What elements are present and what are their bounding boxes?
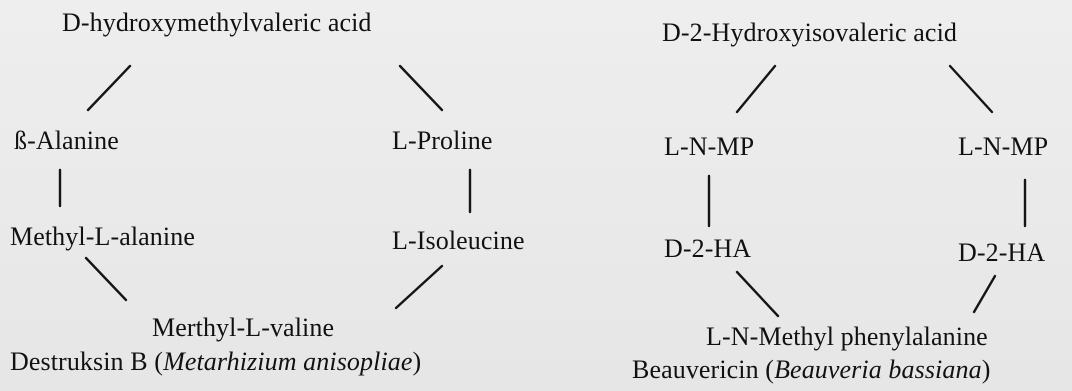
beauvericin-left-residue-1: L-N-MP [664,132,755,161]
bond-top-to-right1-b [948,64,994,114]
destruxin-right-residue-1: L-Proline [392,126,493,155]
destruxin-caption-suffix: ) [412,347,422,376]
bond-top-to-left1-b [735,64,777,114]
bond-right2-to-bottom [394,264,444,310]
destruxin-left-residue-2: Methyl-L-alanine [10,222,195,251]
beauvericin-top-residue: D-2-Hydroxyisovaleric acid [662,18,957,47]
destruxin-caption-species: Metarhizium anisopliae [163,347,413,376]
bond-top-to-left1 [86,64,132,112]
beauvericin-caption-suffix: ) [981,355,991,384]
bond-right2-to-bottom-b [972,274,997,314]
destruxin-caption: Destruksin B (Metarhizium anisopliae) [10,347,421,377]
beauvericin-right-residue-2: D-2-HA [958,238,1046,267]
beauvericin-bottom-residue: L-N-Methyl phenylalanine [706,322,988,351]
destruxin-bottom-residue: Merthyl-L-valine [152,313,335,342]
beauvericin-right-residue-1: L-N-MP [958,132,1049,161]
beauvericin-left-residue-2: D-2-HA [664,234,752,263]
beauvericin-caption: Beauvericin (Beauveria bassiana) [632,355,990,385]
bond-left2-to-bottom-b [735,270,780,318]
destruxin-top-residue: D-hydroxymethylvaleric acid [62,8,372,37]
bond-top-to-right1 [398,64,444,112]
beauvericin-caption-prefix: Beauvericin ( [632,355,775,384]
destruxin-left-residue-1: ß-Alanine [14,126,119,155]
beauvericin-caption-species: Beauveria bassiana [774,355,982,384]
bond-left2-to-bottom [84,256,128,302]
destruxin-right-residue-2: L-Isoleucine [392,226,525,255]
destruxin-caption-prefix: Destruksin B ( [10,347,164,376]
